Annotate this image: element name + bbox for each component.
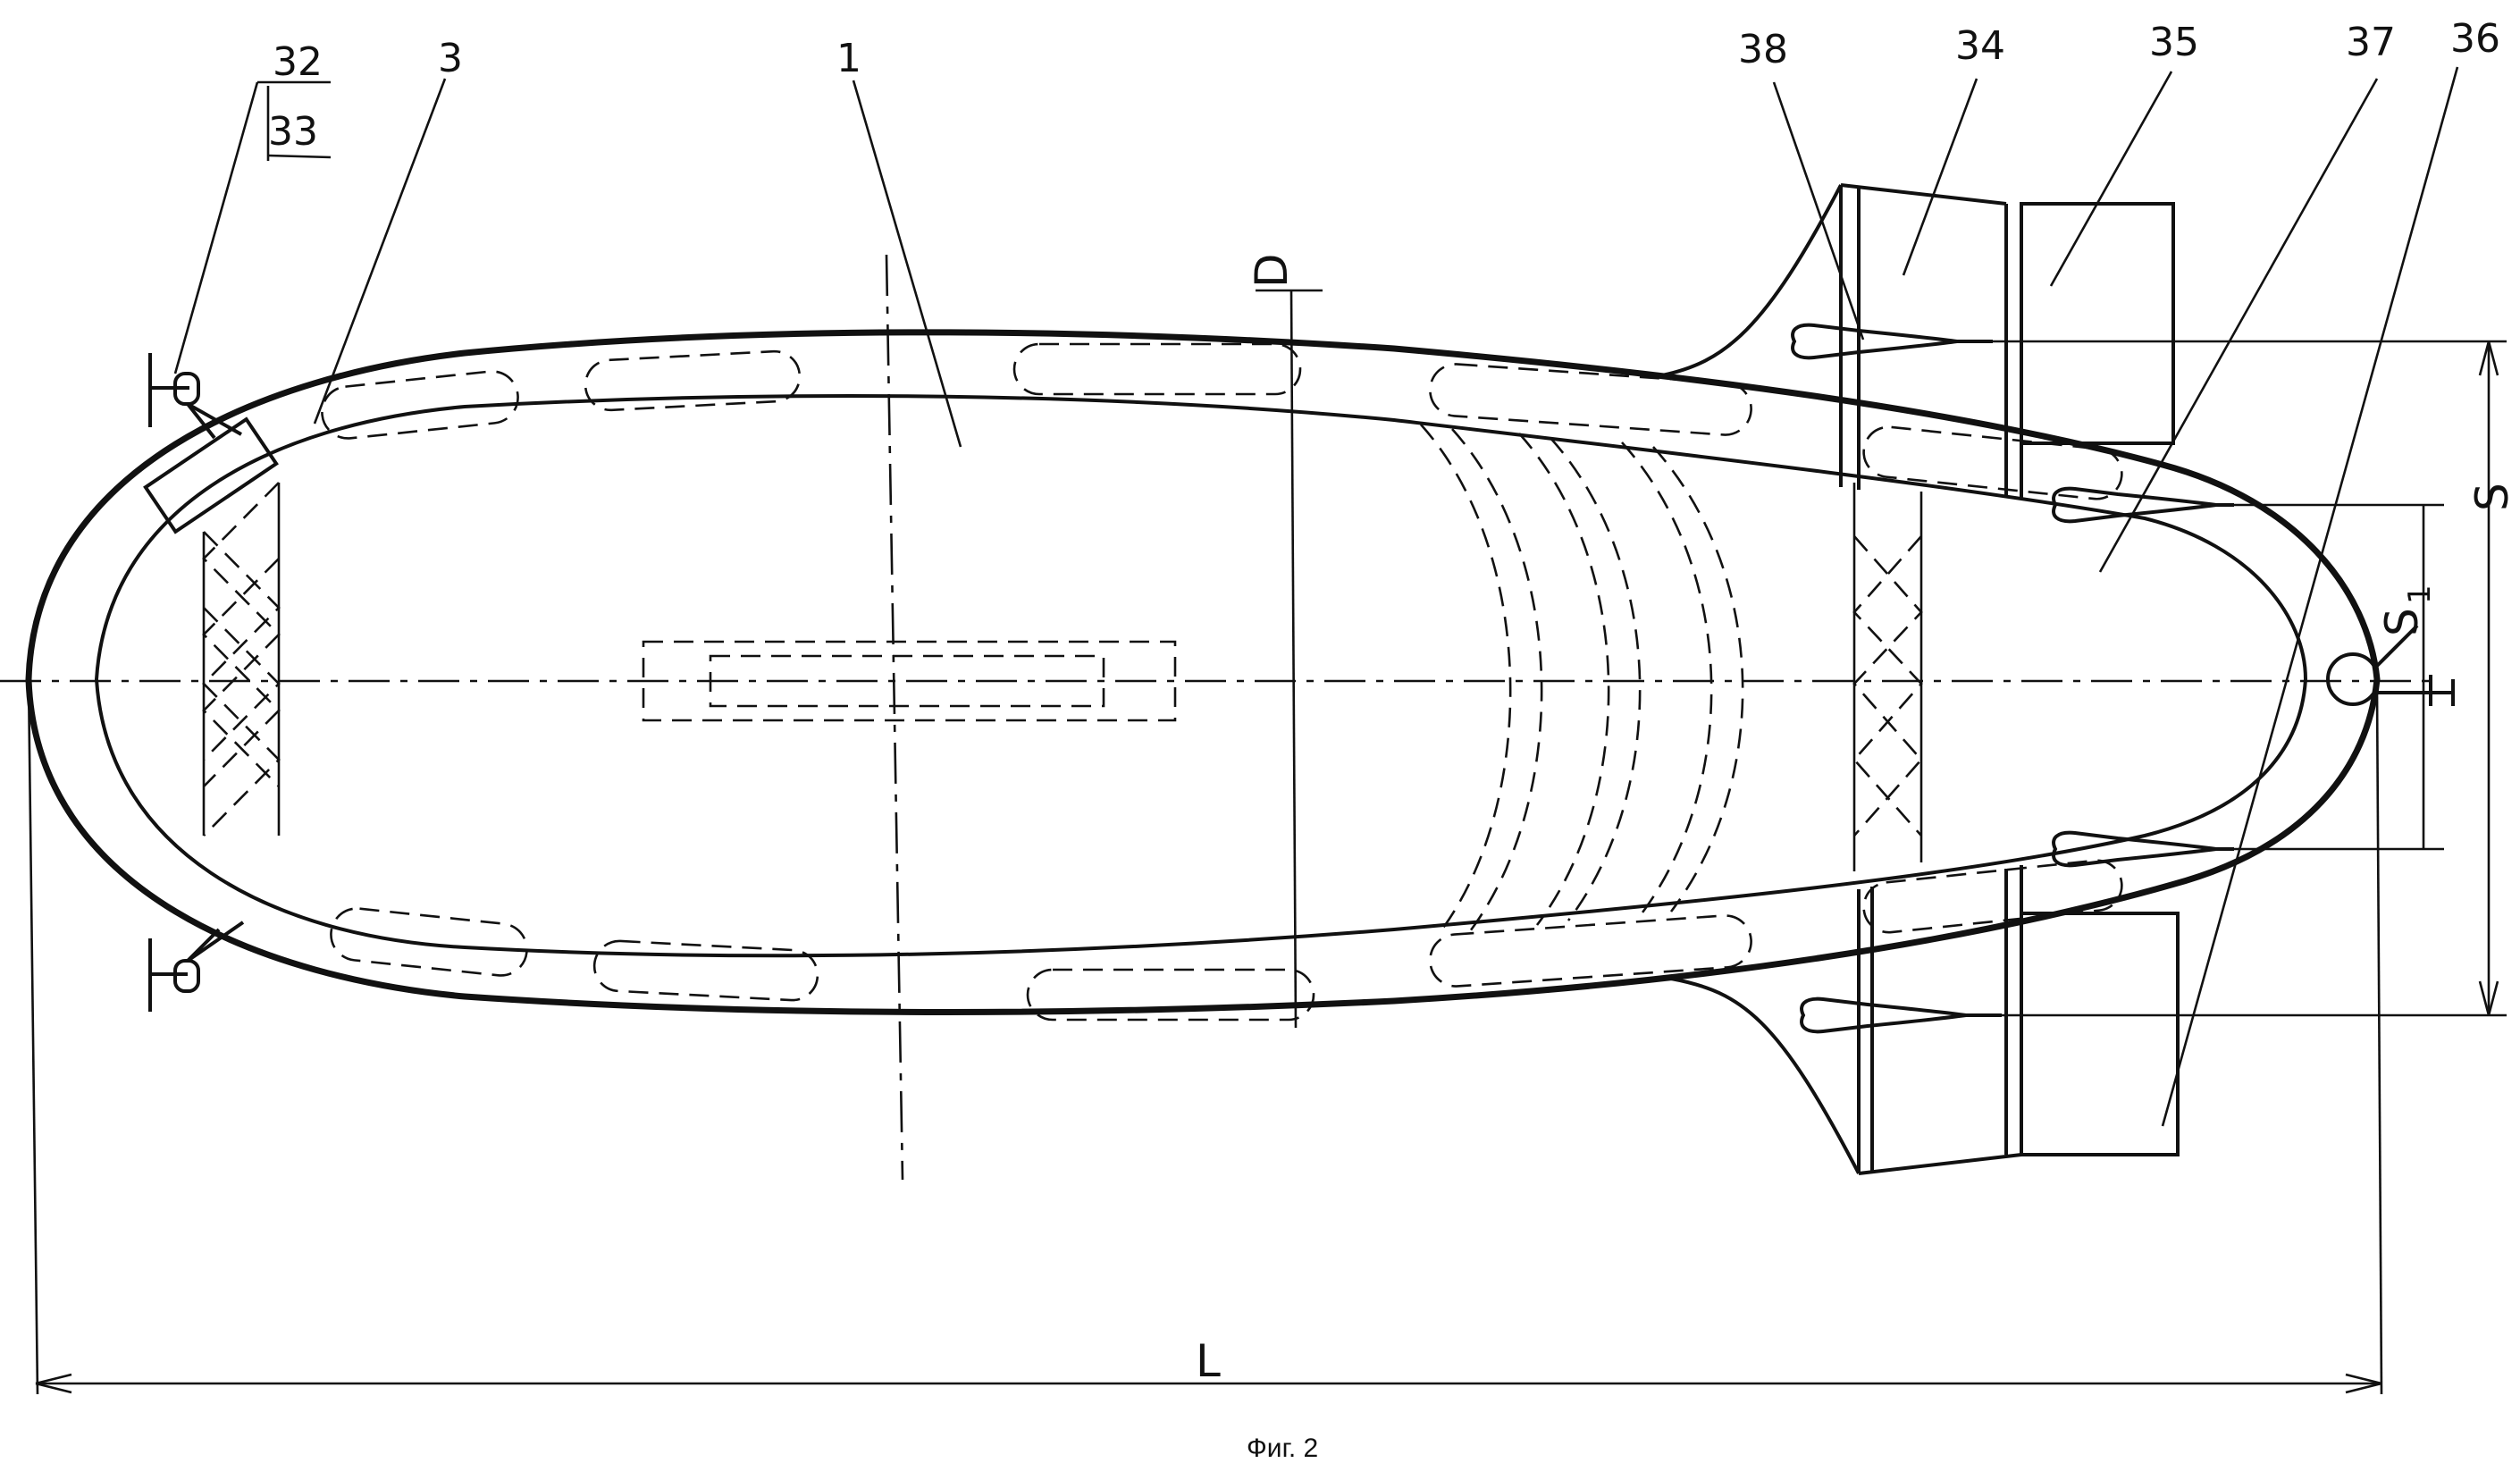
bow-control-unit [143,416,279,534]
stern-mooring-ball [2326,624,2455,706]
dimension-label-s1: S 1 [2376,584,2438,636]
ballonet-capsules [321,342,2123,1022]
dimension-line-s [1957,340,2507,1017]
dimension-label-s: S [2466,483,2518,511]
dimension-line-s1 [2234,503,2444,851]
ref-label-36: 36 [2450,16,2500,62]
leader-lines [173,66,2459,1127]
figure-caption: Фиг. 2 [1247,1434,1318,1463]
ref-label-34: 34 [1955,23,2005,69]
ref-label-3: 3 [438,36,463,81]
dimension-line-d [1256,289,1323,1029]
ref-label-33: 33 [268,109,318,155]
ref-label-37: 37 [2346,20,2396,65]
engine-nacelle-upper [1661,183,2175,499]
propeller-inner-upper [2052,486,2234,524]
ref-label-32: 32 [273,39,323,85]
central-gondola [642,640,1177,722]
dimension-label-d: D [1246,253,1298,288]
engine-nacelle-lower [1670,865,2180,1175]
bow-mast-upper [148,353,242,440]
bow-mast-lower [148,921,245,1012]
propeller-inner-lower [2052,830,2234,868]
dimension-label-s1-main: S [2376,608,2428,636]
propeller-outer-lower [1800,996,2002,1034]
dimension-label-s1-sub: 1 [2402,584,2438,604]
bow-truss-frame [202,482,281,837]
internal-partition-arcs [1420,424,1744,935]
stern-truss-frame [1852,483,1923,871]
ref-label-38: 38 [1738,27,1788,72]
dimension-line-l [27,678,2383,1395]
ref-label-1: 1 [836,36,861,81]
hull-inner-contour [94,394,2308,958]
ref-label-35: 35 [2149,20,2199,65]
dimension-label-l: L [1196,1335,1221,1387]
transverse-centerline [885,254,904,1181]
